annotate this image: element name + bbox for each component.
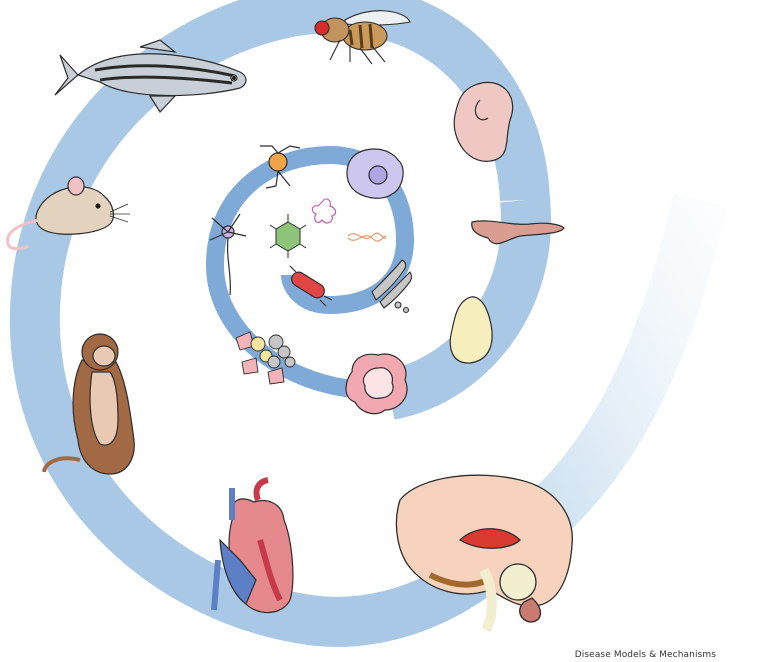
tooth-icon [449, 296, 493, 364]
organoid-icon [345, 353, 408, 415]
fruit-fly-icon [314, 10, 411, 65]
protein-icon [311, 198, 337, 224]
figure-credit: Disease Models & Mechanisms [574, 650, 716, 660]
embryo-icon [453, 81, 514, 162]
zebrafish-icon [54, 39, 247, 113]
inner-spiral-band [205, 145, 415, 400]
dna-icon [347, 232, 387, 242]
astrocyte-icon [260, 145, 301, 189]
mouse-icon [6, 176, 130, 251]
golgi-icon [371, 259, 412, 314]
virus-icon [269, 214, 307, 258]
heart-icon [211, 477, 294, 614]
brain-icon [395, 474, 573, 633]
outer-spiral-band [9, 0, 727, 647]
monkey-icon [42, 333, 135, 475]
cell-culture-icon [235, 331, 296, 385]
macrophage-icon [346, 148, 404, 199]
neuron-icon [209, 213, 247, 296]
pancreas-icon [471, 220, 565, 245]
bacterium-icon [289, 265, 333, 307]
